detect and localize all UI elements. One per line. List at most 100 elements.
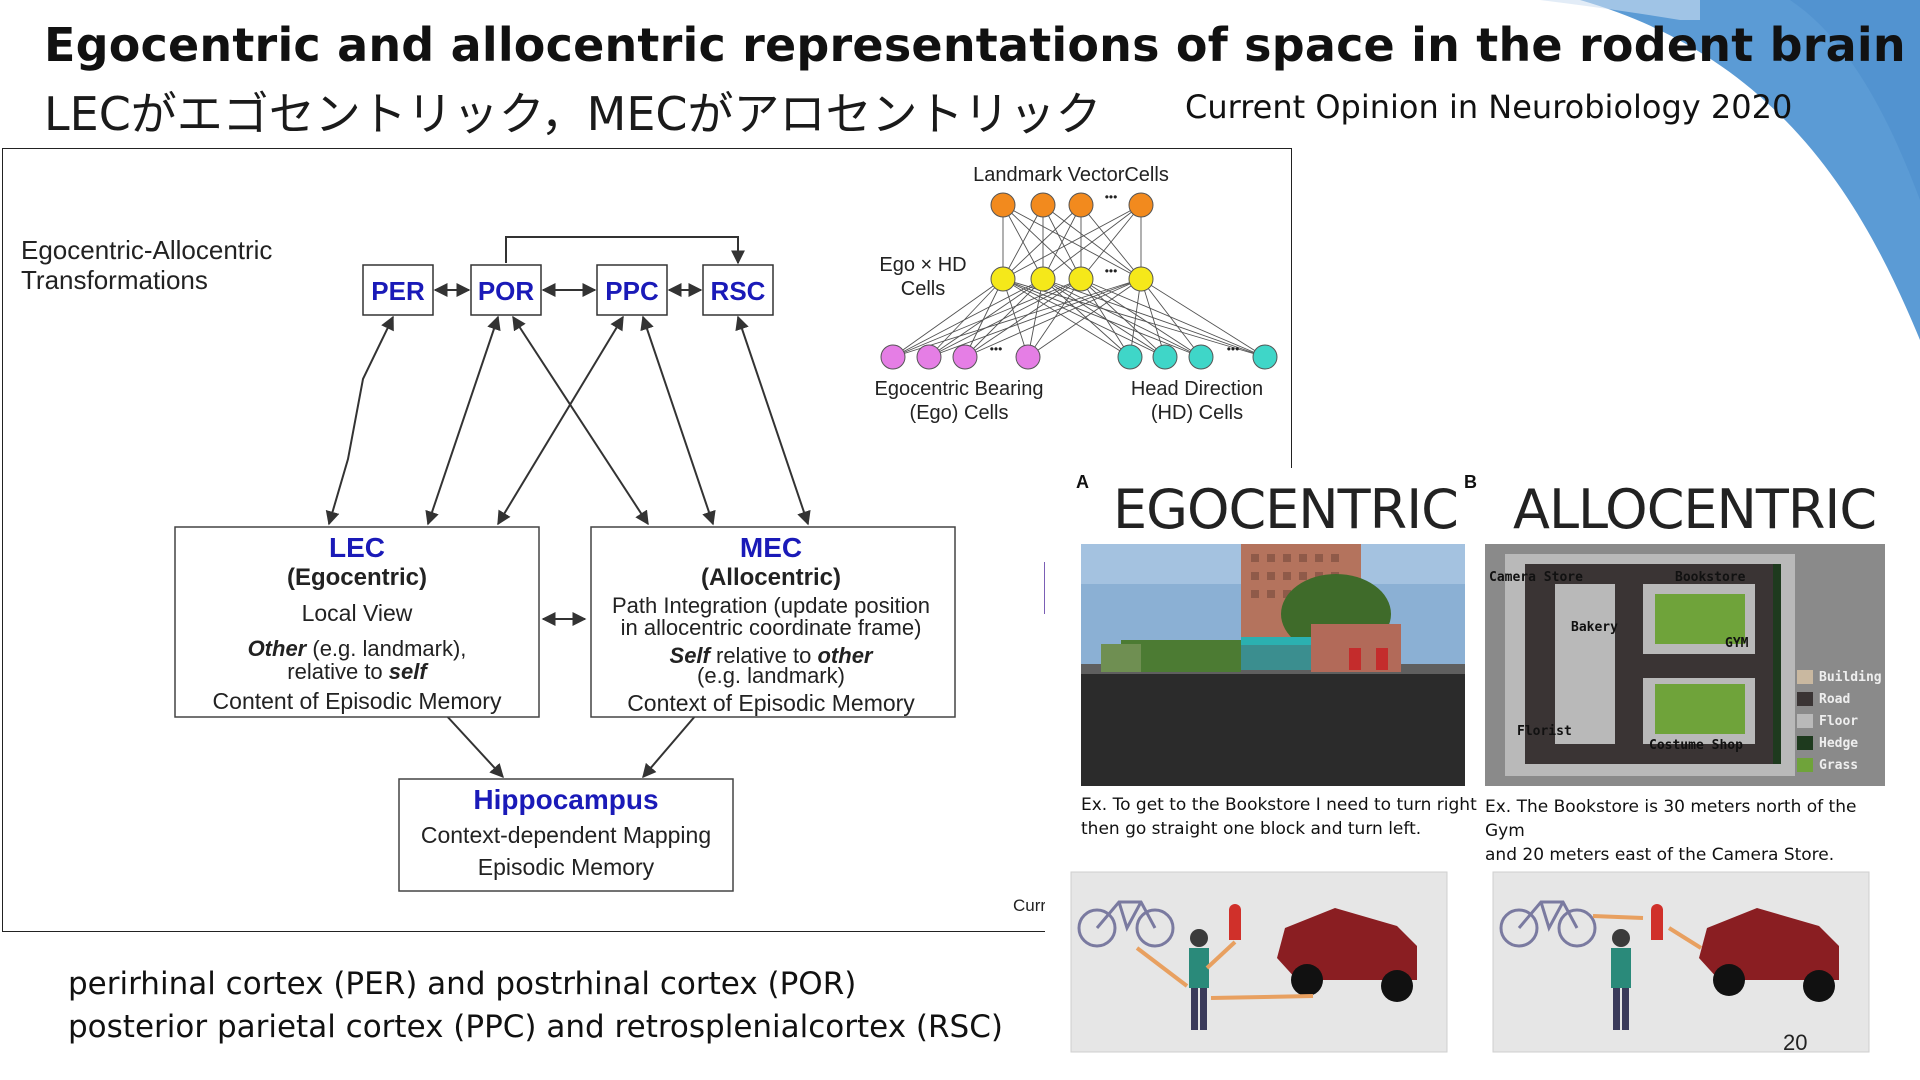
hd-cells-label-line2: (HD) Cells (1151, 402, 1243, 424)
landmark-cells-label: Landmark VectorCells (973, 164, 1169, 186)
accent-dash (1788, 98, 1826, 107)
legend-swatch (1797, 692, 1813, 706)
hippocampus-line2: Episodic Memory (478, 854, 655, 880)
panel-b-caption-line2: and 20 meters east of the Camera Store. (1485, 845, 1835, 865)
egohd-ellipsis: ••• (1105, 264, 1118, 278)
hd-cells: ••• (1117, 342, 1278, 370)
ego-ellipsis: ••• (990, 342, 1003, 356)
ego-cells: ••• (880, 342, 1041, 370)
landmark-cell (1068, 192, 1094, 218)
mec-path-line1: Path Integration (update position (612, 593, 930, 618)
descending-connections (325, 315, 811, 779)
legend-row: Grass (1797, 754, 1883, 776)
hd-cell (1117, 344, 1143, 370)
panel-b-caption: Ex. The Bookstore is 30 meters north of … (1485, 795, 1895, 867)
bicycle-icon (1077, 900, 1175, 948)
legend-swatch (1797, 670, 1813, 684)
mec-type: (Allocentric) (701, 564, 841, 591)
panel-a-caption-line1: Ex. To get to the Bookstore I need to tu… (1081, 795, 1477, 815)
node-per: PER (362, 264, 434, 316)
panel-b-caption-line1: Ex. The Bookstore is 30 meters north of … (1485, 797, 1857, 841)
map-label-gym: GYM (1725, 636, 1749, 651)
ego-cell (1015, 344, 1041, 370)
section-label-line2: Transformations (21, 265, 208, 295)
egohd-label-line1: Ego × HD (879, 254, 966, 276)
egohd-cell (1030, 266, 1056, 292)
landmark-cell (1128, 192, 1154, 218)
ego-cell (880, 344, 906, 370)
legend-swatch (1797, 758, 1813, 772)
bicycle-icon (1499, 900, 1597, 948)
corner-text: Curr (1013, 896, 1046, 915)
legend-swatch (1797, 736, 1813, 750)
lec-relation-line1: Other (e.g. landmark), (248, 636, 467, 661)
node-por-label: POR (478, 276, 535, 306)
egohd-cells: ••• (990, 264, 1154, 292)
truck-icon (1699, 908, 1839, 1002)
citation: Current Opinion in Neurobiology 2020 (1185, 88, 1793, 126)
map-legend: Building Road Floor Hedge Grass (1797, 666, 1883, 776)
egocentric-scene (1081, 544, 1465, 786)
slide-title: Egocentric and allocentric representatio… (44, 18, 1906, 72)
hd-cell (1252, 344, 1278, 370)
ego-cell (916, 344, 942, 370)
map-label-bookstore: Bookstore (1675, 570, 1746, 585)
map-label-bakery: Bakery (1571, 620, 1618, 635)
legend-label: Grass (1819, 757, 1859, 773)
node-por: POR (470, 264, 542, 316)
panel-b-letter: B (1464, 472, 1477, 492)
lec-box: LEC (Egocentric) Local View Other (e.g. … (174, 526, 540, 718)
top-connections (433, 236, 745, 297)
egohd-cell (990, 266, 1016, 292)
landmark-cell (1030, 192, 1056, 218)
egocentric-arrows (1135, 940, 1314, 1000)
egohd-cell (1128, 266, 1154, 292)
mec-memory: Context of Episodic Memory (627, 690, 915, 716)
legend-row: Hedge (1797, 732, 1883, 754)
panel-a-caption-line2: then go straight one block and turn left… (1081, 819, 1422, 839)
hd-cells-label-line1: Head Direction (1131, 378, 1263, 400)
node-rsc: RSC (702, 264, 774, 316)
fire-hydrant-icon (1651, 904, 1663, 940)
map-label-florist: Florist (1517, 724, 1572, 739)
node-per-label: PER (371, 276, 425, 306)
node-ppc: PPC (596, 264, 668, 316)
person-figure (1189, 929, 1209, 1030)
lec-view: Local View (302, 600, 413, 626)
lec-memory: Content of Episodic Memory (213, 688, 502, 714)
landmark-cells: ••• (990, 190, 1154, 218)
ego-cells-label-line2: (Ego) Cells (910, 402, 1009, 424)
legend-label: Building (1819, 669, 1882, 685)
panel-a-heading: EGOCENTRIC (1113, 478, 1459, 541)
mec-relation-line1: Self relative to other (670, 643, 874, 668)
lec-name: LEC (329, 532, 385, 563)
slide-subtitle: LECがエゴセントリック，MECがアロセントリック (44, 87, 1102, 141)
footnote-line1: perirhinal cortex (PER) and postrhinal c… (68, 966, 857, 1002)
page-number: 20 (1783, 1030, 1808, 1055)
legend-label: Road (1819, 691, 1851, 707)
fire-hydrant-icon (1229, 904, 1241, 940)
node-rsc-label: RSC (711, 276, 766, 306)
hippocampus-box: Hippocampus Context-dependent Mapping Ep… (398, 778, 734, 892)
map-label-costume-shop: Costume Shop (1649, 738, 1743, 753)
truck-icon (1277, 908, 1417, 1002)
footnote-line2: posterior parietal cortex (PPC) and retr… (68, 1009, 1003, 1045)
diagram-canvas: Egocentric-Allocentric Transformations P… (21, 164, 1278, 915)
lec-relation-line2: relative to self (287, 659, 429, 684)
legend-row: Building (1797, 666, 1883, 688)
allocentric-illustration (1492, 871, 1870, 1053)
ego-cell (952, 344, 978, 370)
egohd-cell (1068, 266, 1094, 292)
landmark-cell (990, 192, 1016, 218)
hd-cell (1188, 344, 1214, 370)
legend-label: Floor (1819, 713, 1859, 729)
ego-cells-label-line1: Egocentric Bearing (875, 378, 1044, 400)
panel-b-heading: ALLOCENTRIC (1513, 478, 1877, 541)
hippocampus-name: Hippocampus (473, 784, 658, 815)
egocentric-illustration (1070, 871, 1448, 1053)
map-label-camera-store: Camera Store (1489, 570, 1583, 585)
cell-network: Landmark VectorCells Ego × HD Cells ••• … (875, 164, 1278, 424)
mec-box: MEC (Allocentric) Path Integration (upda… (590, 526, 956, 718)
legend-row: Road (1797, 688, 1883, 710)
landmark-ellipsis: ••• (1105, 190, 1118, 204)
